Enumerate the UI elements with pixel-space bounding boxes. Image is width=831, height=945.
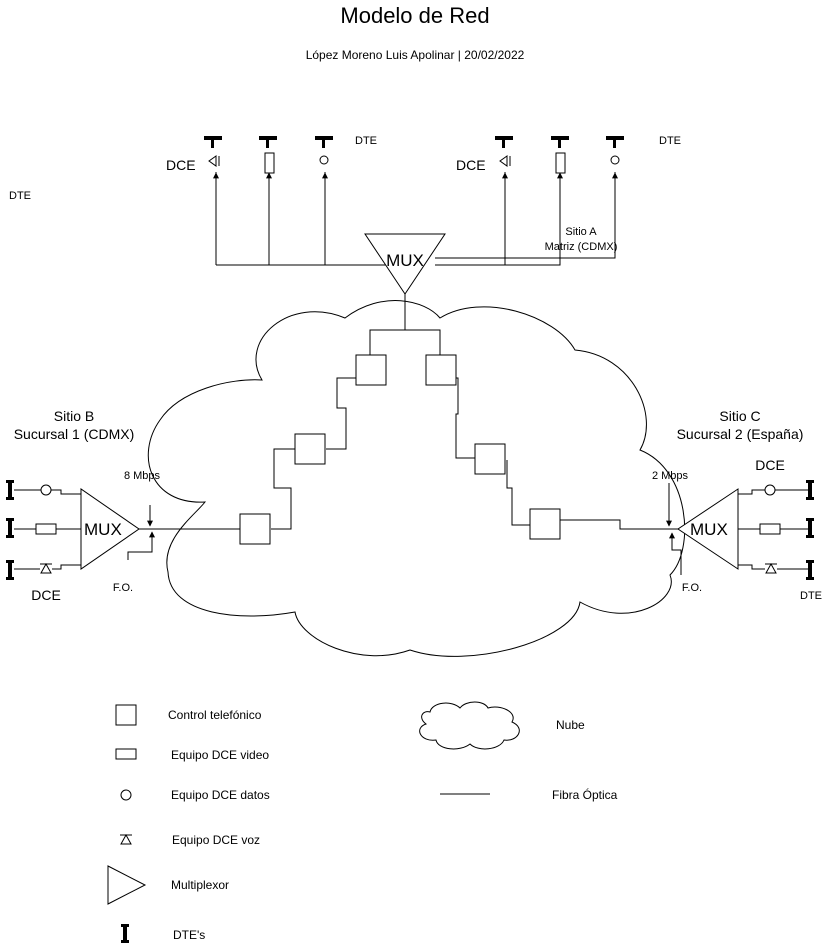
page-subtitle: López Moreno Luis Apolinar | 20/02/2022 (306, 48, 525, 62)
dte-terminal-icon (6, 518, 14, 538)
site-c-dte-label: DTE (800, 590, 822, 602)
cloud-internal-links (271, 329, 530, 530)
top-mux-triangle (364, 233, 446, 295)
dte-terminal-icon (606, 136, 624, 148)
legend-datos-label: Equipo DCE datos (171, 788, 270, 802)
legend-dte-icon (121, 924, 129, 943)
dce-video-icon (264, 152, 275, 174)
dce-voz-icon (208, 155, 217, 167)
page-title: Modelo de Red (340, 3, 489, 28)
legend-fibra-label: Fibra Óptica (552, 787, 618, 802)
top-mux-label: MUX (386, 251, 424, 270)
site-b-title-line2: Sucursal 1 (CDMX) (14, 426, 135, 442)
legend-video-label: Equipo DCE video (171, 748, 269, 762)
site-b-wiring (14, 489, 240, 570)
site-b-mux-triangle (80, 488, 140, 570)
control-telefonico-node (294, 433, 326, 465)
dte-terminal-icon (315, 136, 333, 148)
fiber-line (560, 519, 678, 530)
site-b-mux-label: MUX (84, 520, 122, 539)
dte-terminal-icon (6, 560, 14, 580)
site-c-speed-label: 2 Mbps (652, 470, 689, 482)
control-telefonico-node (355, 354, 387, 386)
top-dte-far-label: DTE (9, 190, 31, 202)
legend-mux-label: Multiplexor (171, 878, 229, 892)
top-left-dte-label: DTE (355, 135, 377, 147)
legend-dte-label: DTE's (173, 928, 205, 942)
site-c-mux-triangle (677, 488, 739, 570)
network-cloud (147, 300, 686, 657)
top-right-devices (495, 136, 624, 174)
dce-video-icon (555, 152, 566, 174)
top-site-wiring (213, 172, 618, 266)
site-c-wiring (560, 483, 810, 575)
legend-voz-label: Equipo DCE voz (172, 833, 260, 847)
site-c-mux-label: MUX (690, 520, 728, 539)
dte-terminal-icon (495, 136, 513, 148)
dce-video-icon (759, 523, 781, 535)
legend-mux-icon (107, 865, 147, 905)
top-left-dce-label: DCE (166, 157, 196, 173)
dce-datos-icon (40, 484, 52, 496)
site-a-label-line1: Sitio A (565, 226, 597, 238)
site-c-title-line2: Sucursal 2 (España) (677, 426, 804, 442)
site-c-dce-label: DCE (755, 457, 785, 473)
dte-terminal-icon (551, 136, 569, 148)
dce-voz-icon (499, 155, 508, 167)
dte-terminal-icon (806, 518, 814, 538)
legend-control-icon (115, 704, 137, 726)
site-b-speed-label: 8 Mbps (124, 470, 161, 482)
site-b-dce-label: DCE (31, 587, 61, 603)
dte-terminal-icon (806, 560, 814, 580)
legend-video-icon (115, 748, 137, 760)
site-b-dte-terminals (6, 480, 14, 580)
legend-control-label: Control telefónico (168, 708, 262, 722)
dte-terminal-icon (204, 136, 222, 148)
legend-voz-icon (120, 833, 132, 845)
site-b-fo-label: F.O. (113, 582, 133, 594)
dce-video-icon (35, 523, 57, 535)
dce-voz-icon (765, 562, 777, 574)
legend: Control telefónico Equipo DCE video Equi… (107, 701, 618, 943)
site-c-title-line1: Sitio C (719, 408, 760, 424)
dce-voz-icon (40, 562, 52, 574)
site-a-label-line2: Matriz (CDMX) (545, 241, 618, 253)
dte-terminal-icon (259, 136, 277, 148)
legend-nube-label: Nube (556, 718, 585, 732)
control-telefonico-node (474, 443, 506, 475)
site-c-dte-terminals (806, 480, 814, 580)
dce-datos-icon (764, 484, 776, 496)
top-right-dce-label: DCE (456, 157, 486, 173)
dte-terminal-icon (806, 480, 814, 500)
top-left-devices (204, 136, 333, 174)
dce-datos-icon (610, 155, 620, 165)
site-c-fo-label: F.O. (682, 582, 702, 594)
control-telefonico-node (425, 354, 457, 386)
dte-terminal-icon (6, 480, 14, 500)
top-right-dte-label: DTE (659, 135, 681, 147)
legend-datos-icon (120, 789, 132, 801)
control-telefonico-node (239, 513, 271, 545)
legend-cloud-icon (419, 701, 520, 750)
dce-datos-icon (319, 155, 329, 165)
site-b-title-line1: Sitio B (54, 408, 94, 424)
control-telefonico-node (529, 508, 561, 540)
